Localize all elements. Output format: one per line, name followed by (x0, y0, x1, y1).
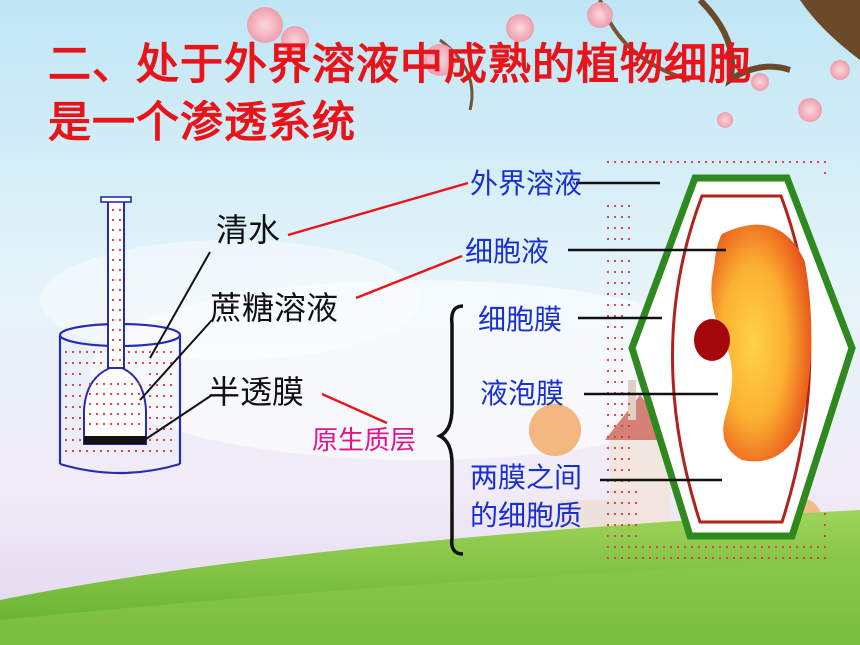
external-solution-dots (606, 160, 827, 560)
label-cell-sap: 细胞液 (465, 235, 550, 268)
label-protoplasm-layer: 原生质层 (312, 426, 417, 456)
slide-title-line1: 二、处于外界溶液中成熟的植物细胞 (48, 40, 752, 90)
slide-title-line2: 是一个渗透系统 (48, 98, 356, 148)
nucleus (694, 319, 730, 361)
label-external-solution: 外界溶液 (470, 167, 583, 200)
label-tonoplast: 液泡膜 (480, 377, 565, 410)
label-water: 清水 (216, 211, 281, 249)
protoplasm-layer-brace (436, 304, 464, 556)
thistle-funnel (83, 196, 147, 445)
plant-cell (628, 174, 856, 540)
vacuole (711, 224, 812, 462)
label-between-membranes-line1: 两膜之间 (470, 461, 583, 494)
label-between-membranes-line2: 的细胞质 (470, 499, 583, 532)
beaker-water-dots (64, 350, 173, 453)
cell-pointers (568, 181, 726, 482)
red-connector-lines (287, 181, 469, 425)
apparatus-pointers (139, 251, 213, 442)
label-sucrose-solution: 蔗糖溶液 (210, 289, 339, 327)
label-cell-membrane: 细胞膜 (478, 303, 563, 336)
label-semipermeable-membrane: 半透膜 (208, 373, 305, 411)
semipermeable-membrane (84, 436, 146, 444)
